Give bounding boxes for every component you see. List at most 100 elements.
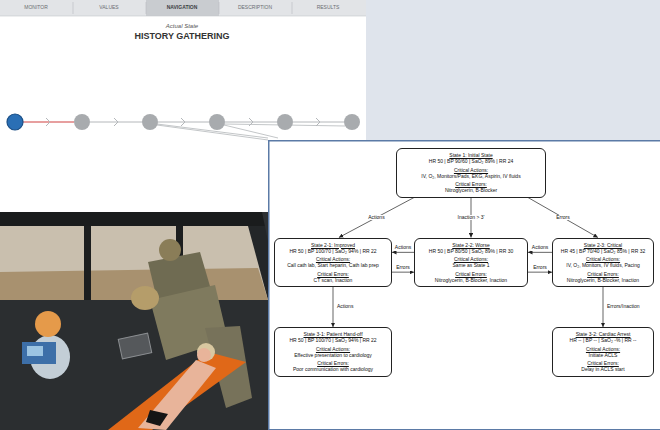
actions-list: Effective presentation to cardiology bbox=[279, 352, 387, 358]
transition-arrow bbox=[333, 287, 334, 327]
transition-arrow bbox=[392, 252, 414, 253]
actions-list: Initiate ACLS bbox=[557, 352, 649, 358]
state-title: State 3-1: Patient Hand-off bbox=[279, 331, 387, 337]
transition-label: Actions bbox=[531, 245, 549, 251]
timeline-chevron bbox=[46, 118, 50, 126]
cabin-floor bbox=[0, 300, 270, 430]
tab-label: RESULTS bbox=[317, 5, 340, 11]
errors-heading: Critical Errors: bbox=[419, 271, 523, 277]
timeline-step bbox=[142, 114, 158, 130]
errors-heading: Critical Errors: bbox=[557, 271, 649, 277]
transition-arrow bbox=[392, 272, 414, 273]
vital-signs: HR 50 | BP 100/70 | SaO₂ 94% | RR 22 bbox=[279, 337, 387, 343]
actions-heading: Critical Actions: bbox=[401, 167, 541, 173]
transition-label: Errors/Inaction bbox=[606, 304, 641, 310]
cabin-rib bbox=[84, 226, 91, 302]
timeline-link bbox=[90, 122, 142, 123]
soldier-helmet bbox=[131, 286, 159, 310]
transition-label: Errors bbox=[555, 215, 571, 221]
transition-arrow bbox=[528, 272, 552, 273]
diagram-panel bbox=[269, 141, 660, 430]
state-box: State 3-1: Patient Hand-offHR 50 | BP 10… bbox=[274, 327, 392, 377]
timeline-step bbox=[209, 114, 225, 130]
timeline-current-step bbox=[7, 114, 23, 130]
state-box: State 1: Initial StateHR 50 | BP 90/60 |… bbox=[396, 148, 546, 198]
tab-label: NAVIGATION bbox=[167, 5, 198, 11]
state-title: State 2-2: Worse bbox=[419, 242, 523, 248]
errors-heading: Critical Errors: bbox=[401, 181, 541, 187]
tab-bar bbox=[0, 0, 366, 16]
timeline-step bbox=[344, 114, 360, 130]
cabin-window-sky bbox=[0, 226, 268, 300]
actions-heading: Critical Actions: bbox=[557, 256, 649, 262]
tab-separator bbox=[73, 2, 74, 14]
figure-head bbox=[35, 311, 61, 337]
tab-separator bbox=[219, 2, 220, 14]
transition-label: Errors bbox=[395, 265, 411, 271]
timeline-branch bbox=[224, 125, 278, 138]
state-title: State 2-1: Improved bbox=[279, 242, 387, 248]
state-title: State 3-2: Cardiac Arrest bbox=[557, 331, 649, 337]
tab-label: MONITOR bbox=[24, 5, 48, 11]
errors-list: Poor communication with cardiology bbox=[279, 366, 387, 372]
transition-arrow bbox=[339, 198, 414, 238]
state-box: State 2-1: ImprovedHR 50 | BP 100/70 | S… bbox=[274, 238, 392, 288]
timeline-link bbox=[293, 122, 344, 123]
actions-list: IV, O₂, Monitors, IV fluids, Pacing bbox=[557, 262, 649, 268]
errors-list: Delay in ACLS start bbox=[557, 366, 649, 372]
transition-label: Actions bbox=[367, 215, 385, 221]
timeline-active-link bbox=[23, 121, 74, 122]
timeline-step bbox=[74, 114, 90, 130]
vital-signs: HR 50 | BP 90/60 | SaO₂ 89% | RR 24 bbox=[401, 158, 541, 164]
errors-heading: Critical Errors: bbox=[279, 360, 387, 366]
state-title: State 1: Initial State bbox=[401, 152, 541, 158]
transition-label: Errors bbox=[532, 265, 548, 271]
timeline-step bbox=[277, 114, 293, 130]
tablet bbox=[118, 333, 152, 359]
timeline-chevron bbox=[249, 118, 253, 126]
errors-list: CT scan, Inaction bbox=[279, 277, 387, 283]
tab-bar-border bbox=[0, 16, 366, 17]
soldier-helmet bbox=[159, 239, 181, 261]
transition-arrow bbox=[528, 198, 598, 238]
medical-device bbox=[22, 342, 56, 364]
actions-heading: Critical Actions: bbox=[557, 346, 649, 352]
timeline-chevron bbox=[181, 118, 185, 126]
vital-signs: HR 50 | BP 100/70 | SaO₂ 94% | RR 22 bbox=[279, 248, 387, 254]
vital-signs: HR -- | BP -- | SaO₂ -% | RR -- bbox=[557, 337, 649, 343]
transition-arrow bbox=[528, 252, 552, 253]
tab-separator bbox=[292, 2, 293, 14]
errors-list: Nitroglycerin, B-Blocker, Inaction bbox=[419, 277, 523, 283]
vital-signs: HR 45 | BP 70/40 | SaO₂ 85% | RR 32 bbox=[557, 248, 649, 254]
transition-label: Actions bbox=[394, 245, 412, 251]
timeline-chevron bbox=[316, 118, 320, 126]
device-screen bbox=[27, 346, 43, 356]
actions-heading: Critical Actions: bbox=[419, 256, 523, 262]
errors-list: Nitroglycerin, B-Blocker bbox=[401, 187, 541, 193]
patient-hair bbox=[197, 343, 215, 361]
timeline-link bbox=[158, 122, 209, 123]
transition-label: Inaction > 3' bbox=[457, 215, 486, 221]
state-title: State 2-3: Critical bbox=[557, 242, 649, 248]
patient-body bbox=[138, 360, 216, 430]
tab-label: DESCRIPTION bbox=[238, 5, 272, 11]
tab-label: VALUES bbox=[99, 5, 118, 11]
timeline bbox=[7, 114, 360, 140]
actions-heading: Critical Actions: bbox=[279, 256, 387, 262]
actions-heading: Critical Actions: bbox=[279, 346, 387, 352]
patient-head bbox=[197, 348, 211, 362]
active-tab bbox=[146, 0, 219, 16]
actions-list: IV, O₂, Monitors/Pads, EKG, Aspirin, IV … bbox=[401, 173, 541, 179]
state-heading: HISTORY GATHERING bbox=[134, 32, 229, 42]
vital-signs: HR 50 | BP 80/50 | SaO₂ 89% | RR 30 bbox=[419, 248, 523, 254]
actions-list: Same as State 1 bbox=[419, 262, 523, 268]
tab-separator bbox=[146, 2, 147, 14]
timeline-link bbox=[225, 122, 277, 123]
state-box: State 3-2: Cardiac ArrestHR -- | BP -- |… bbox=[552, 327, 654, 377]
errors-heading: Critical Errors: bbox=[557, 360, 649, 366]
state-caption: Actual State bbox=[166, 23, 198, 30]
transition-arrow bbox=[603, 287, 604, 327]
errors-list: Nitroglycerin, B-Blocker, Inaction bbox=[557, 277, 649, 283]
